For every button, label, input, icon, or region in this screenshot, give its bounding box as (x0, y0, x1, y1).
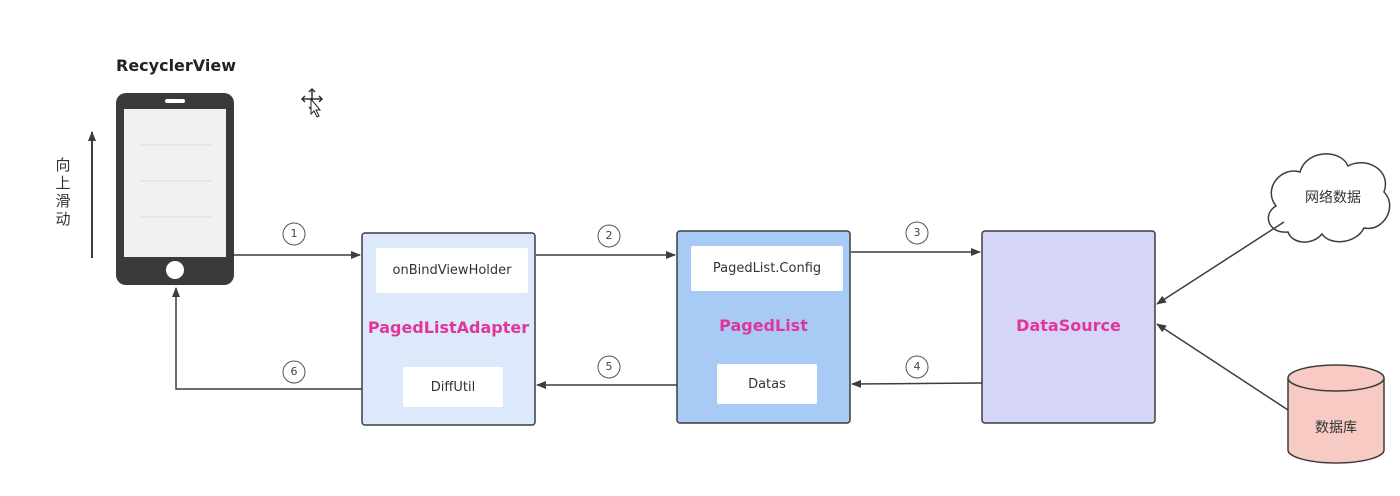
diff-util-box: DiffUtil (403, 367, 503, 407)
paged-list-label: PagedList (719, 316, 808, 335)
scroll-up-label: 向上滑动 (55, 156, 71, 228)
recyclerview-title: RecyclerView (116, 56, 237, 75)
arrow-step-6 (172, 287, 362, 390)
move-cursor-icon (300, 87, 324, 118)
database-cylinder-shape (1287, 364, 1385, 464)
step-3-circle (905, 221, 929, 245)
step-2-circle (597, 224, 621, 248)
step-4-circle (905, 355, 929, 379)
arrow-network-to-datasource (1156, 221, 1285, 305)
arrow-step-4 (851, 379, 983, 388)
database-label: 数据库 (1315, 420, 1357, 436)
paged-list-config-box: PagedList.Config (691, 246, 843, 291)
step-6-circle (282, 360, 306, 384)
step-6-label: 6 (290, 365, 298, 378)
step-1-label: 1 (290, 227, 298, 240)
phone-icon (116, 93, 234, 285)
step-4-label: 4 (913, 360, 921, 373)
step-5-circle (597, 355, 621, 379)
data-source-box (981, 230, 1156, 424)
step-1-circle (282, 222, 306, 246)
arrow-database-to-datasource (1156, 323, 1289, 411)
data-source-label: DataSource (1016, 316, 1121, 335)
step-3-label: 3 (913, 226, 921, 239)
network-cloud-shape (1267, 153, 1391, 243)
paged-list-adapter-label: PagedListAdapter (367, 318, 530, 337)
step-2-label: 2 (605, 229, 613, 242)
step-5-label: 5 (605, 360, 613, 373)
datas-box: Datas (717, 364, 817, 404)
network-data-label: 网络数据 (1305, 190, 1361, 206)
on-bind-view-holder-box: onBindViewHolder (376, 248, 528, 293)
